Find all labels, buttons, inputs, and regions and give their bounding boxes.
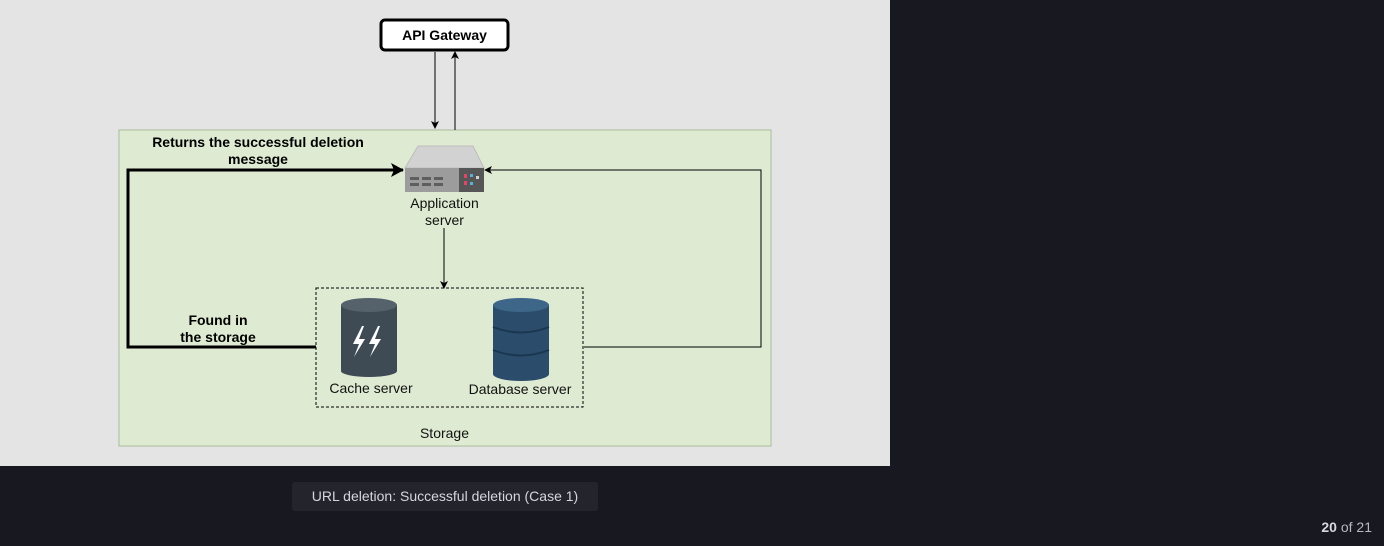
- returns-message-label: message: [228, 151, 288, 167]
- pager-total: 21: [1356, 519, 1372, 535]
- pager-current: 20: [1321, 519, 1337, 535]
- found-in-storage-label: Found in: [188, 312, 247, 328]
- app-server-label: server: [425, 212, 464, 228]
- pager-separator: of: [1336, 519, 1357, 535]
- slide: API Gateway Application server Cache ser…: [0, 0, 890, 466]
- slide-caption: URL deletion: Successful deletion (Case …: [292, 482, 598, 511]
- cache-server-label: Cache server: [329, 380, 413, 396]
- server-icon: [404, 145, 485, 192]
- slide-pager: 20 of 21: [1321, 519, 1372, 535]
- app-server-label: Application: [410, 195, 479, 211]
- returns-message-label: Returns the successful deletion: [152, 134, 364, 150]
- found-in-storage-label: the storage: [180, 329, 256, 345]
- api-gateway-node: API Gateway: [379, 18, 510, 52]
- database-to-app-arrow: [484, 166, 762, 348]
- api-gateway-label: API Gateway: [402, 27, 487, 43]
- diagram: API Gateway Application server Cache ser…: [118, 18, 772, 447]
- storage-to-app-arrow: [126, 163, 404, 349]
- database-icon: [492, 298, 550, 381]
- database-server-label: Database server: [469, 381, 572, 397]
- cache-icon: [341, 298, 397, 377]
- storage-label: Storage: [420, 425, 469, 441]
